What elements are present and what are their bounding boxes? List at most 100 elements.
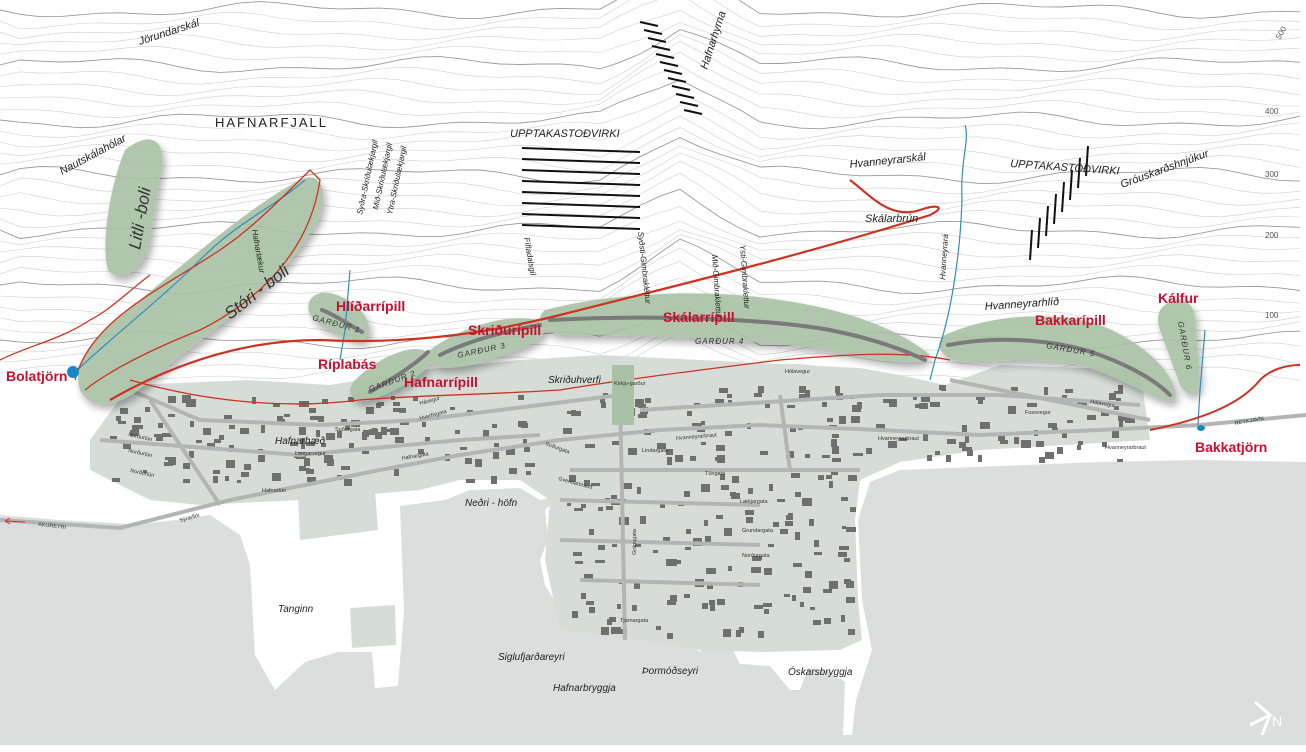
building (717, 599, 725, 605)
building (337, 431, 342, 438)
building (853, 453, 863, 456)
building (609, 617, 616, 622)
hachure-line (1085, 145, 1089, 177)
building (284, 414, 290, 417)
building (237, 480, 241, 483)
label-hvanneyrarhlid: Hvanneyrarhlíð (984, 296, 1059, 313)
building (213, 476, 218, 483)
building (962, 447, 972, 451)
building (493, 452, 499, 459)
contour-line (0, 206, 1301, 249)
building (721, 485, 729, 490)
building (611, 627, 621, 634)
building (846, 581, 854, 588)
building (710, 603, 715, 611)
zone-litli-boli (105, 139, 163, 276)
building (799, 386, 806, 393)
building (573, 552, 582, 556)
building (393, 408, 401, 412)
building (716, 515, 723, 519)
building (524, 447, 530, 452)
label-thormodseyri: Þormóðseyri (642, 666, 699, 677)
label-siglufjardareyri: Siglufjarðareyri (498, 652, 565, 663)
hachure-line (521, 180, 641, 186)
building (1125, 417, 1135, 423)
building (348, 397, 354, 402)
building (826, 475, 832, 479)
label-bolatjorn: Bolatjörn (6, 368, 67, 384)
building (670, 595, 677, 602)
hachure-line (1037, 217, 1041, 249)
building (768, 544, 774, 547)
hachure-line (1053, 193, 1057, 225)
hachure-line (639, 21, 659, 27)
building (822, 455, 830, 458)
building (309, 408, 316, 413)
label-hafnarhaed: Hafnarhæð (275, 436, 325, 447)
hachure-line (521, 147, 641, 153)
building (303, 468, 310, 471)
building (307, 477, 316, 482)
building (375, 432, 382, 439)
building (692, 423, 702, 426)
building (158, 423, 163, 428)
building (841, 615, 845, 622)
building (349, 443, 354, 448)
zone-bakkaripill (939, 316, 1176, 401)
building (581, 593, 586, 599)
building (506, 448, 515, 455)
building (595, 560, 605, 563)
hachure-line (667, 77, 687, 83)
building (653, 550, 658, 553)
building (600, 397, 605, 403)
building (728, 566, 732, 571)
building (341, 466, 350, 470)
building (835, 386, 840, 393)
building (656, 626, 661, 630)
street-label: Gránugata (632, 528, 638, 555)
building (168, 414, 175, 417)
label-kalfur: Kálfur (1158, 290, 1199, 306)
building (791, 473, 800, 478)
building (967, 450, 973, 456)
building (846, 527, 856, 532)
building (758, 386, 764, 393)
building (123, 443, 131, 449)
building (168, 457, 176, 465)
street-label: Norðurtún (130, 467, 155, 479)
building (598, 507, 603, 511)
label-nedri-hofn: Neðri - höfn (465, 498, 518, 509)
building (366, 407, 374, 414)
building (1102, 442, 1107, 447)
building (584, 480, 590, 486)
building (229, 425, 235, 429)
building (716, 445, 725, 451)
building (1048, 423, 1057, 428)
building (304, 458, 310, 466)
contour-line (0, 188, 1301, 240)
elevation-label: 100 (1265, 311, 1279, 320)
building (638, 414, 647, 418)
building (802, 498, 812, 506)
hachure-line (683, 109, 703, 115)
building (785, 521, 793, 526)
building (258, 455, 265, 462)
hachure-line (521, 169, 641, 175)
zone-kalfur (1157, 300, 1200, 394)
building (899, 438, 907, 441)
hachure-line (659, 61, 679, 67)
label-tanginn: Tanginn (278, 604, 314, 615)
building (425, 437, 430, 443)
hachure-line (1045, 205, 1049, 237)
building (727, 394, 732, 398)
building (399, 408, 406, 413)
building (666, 449, 673, 455)
building (362, 451, 369, 454)
building (143, 470, 147, 473)
building (1027, 403, 1037, 407)
building (1077, 445, 1081, 450)
building (831, 470, 838, 475)
contour-line (0, 145, 1301, 196)
building (732, 476, 739, 483)
building (803, 587, 811, 593)
